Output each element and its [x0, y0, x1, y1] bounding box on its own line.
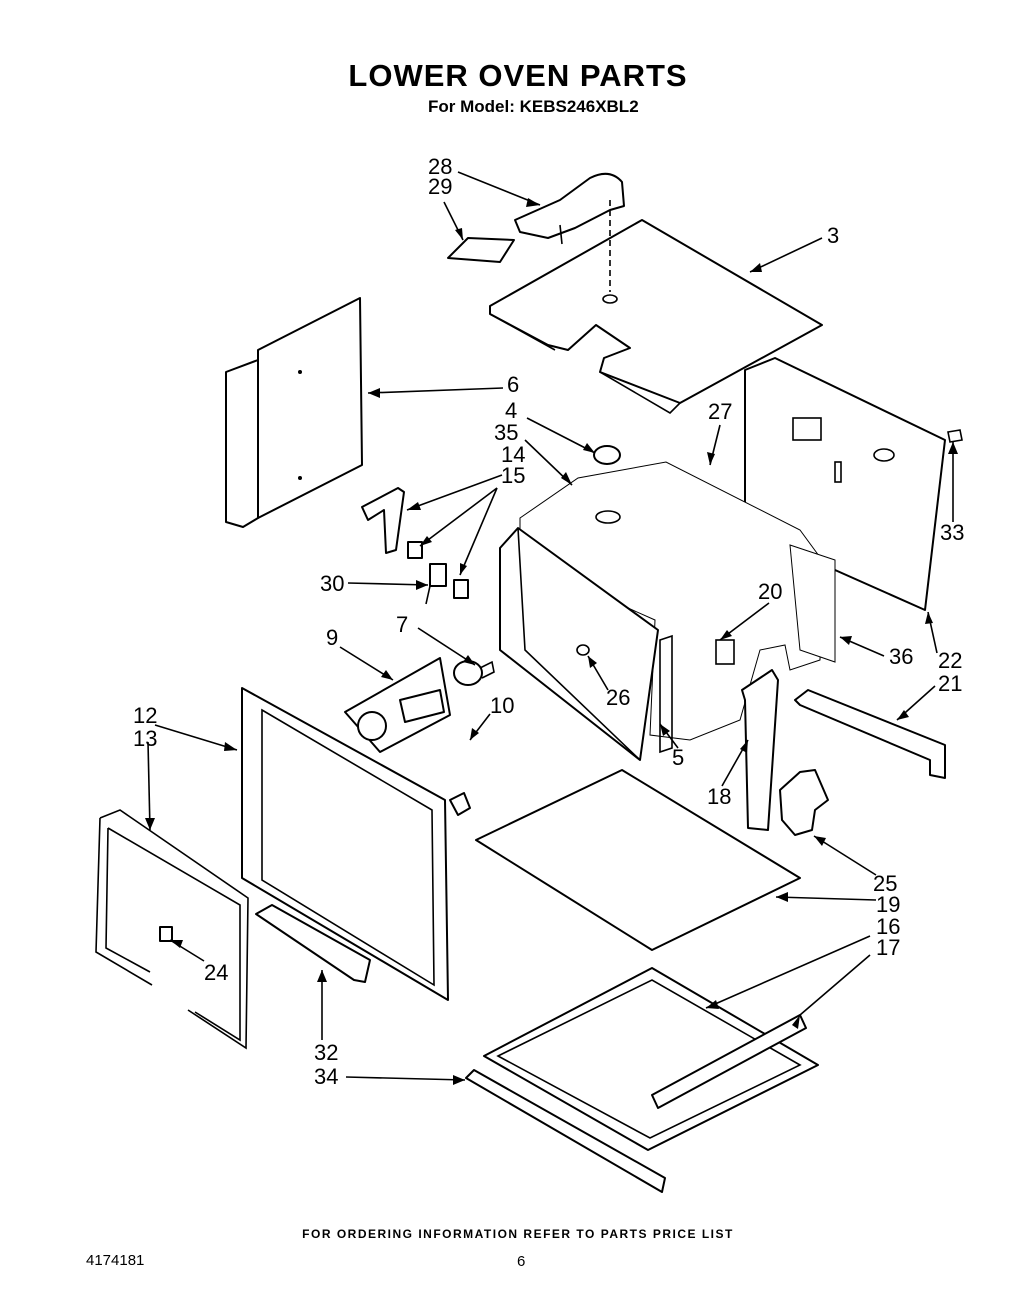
page-title: LOWER OVEN PARTS [348, 58, 688, 93]
oven-cavity-part [499, 445, 823, 761]
hinge-bracket-part [741, 669, 779, 831]
door-hinge-part [779, 769, 829, 836]
ordering-footer: FOR ORDERING INFORMATION REFER TO PARTS … [302, 1227, 734, 1241]
callout-14: 14 [501, 442, 525, 467]
document-number: 4174181 [86, 1252, 145, 1269]
callout-17: 17 [876, 935, 900, 960]
page-number: 6 [517, 1253, 526, 1270]
leader-arrowheads [145, 198, 958, 1085]
callout-9: 9 [326, 625, 338, 650]
callout-18: 18 [707, 784, 731, 809]
callout-13: 13 [133, 726, 157, 751]
oven-bottom-part [475, 769, 801, 951]
light-assembly-parts [344, 657, 495, 816]
callout-28: 28 [428, 154, 452, 179]
callout-21: 21 [938, 671, 962, 696]
insulation-part [789, 544, 836, 663]
callout-29: 29 [428, 174, 452, 199]
callout-26: 26 [606, 685, 630, 710]
callout-34: 34 [314, 1064, 338, 1089]
side-panel-left-part [225, 297, 363, 528]
callout-6: 6 [507, 372, 519, 397]
switch-parts [361, 487, 469, 605]
support-bracket-part [794, 689, 946, 779]
callout-7: 7 [396, 612, 408, 637]
callout-32: 32 [314, 1040, 338, 1065]
callout-12: 12 [133, 703, 157, 728]
callout-22: 22 [938, 648, 962, 673]
model-subtitle: For Model: KEBS246XBL2 [428, 97, 639, 116]
callout-35: 35 [494, 420, 518, 445]
door-frame-part [241, 687, 449, 1001]
callout-30: 30 [320, 571, 344, 596]
callout-4: 4 [505, 398, 517, 423]
callout-27: 27 [708, 399, 732, 424]
vent-duct-part [447, 172, 625, 263]
callout-25: 25 [873, 871, 897, 896]
door-gasket-part [95, 809, 249, 1050]
callout-16: 16 [876, 914, 900, 939]
callout-15: 15 [501, 463, 525, 488]
callout-33: 33 [940, 520, 964, 545]
callout-20: 20 [758, 579, 782, 604]
callout-10: 10 [490, 693, 514, 718]
callout-36: 36 [889, 644, 913, 669]
top-panel-part [489, 200, 823, 415]
callout-labels: 28 29 3 6 4 35 27 14 15 33 30 20 7 9 36 … [133, 154, 964, 1089]
callout-5: 5 [672, 745, 684, 770]
callout-3: 3 [827, 223, 839, 248]
callout-24: 24 [204, 960, 228, 985]
broiler-parts [465, 967, 819, 1193]
callout-19: 19 [876, 892, 900, 917]
